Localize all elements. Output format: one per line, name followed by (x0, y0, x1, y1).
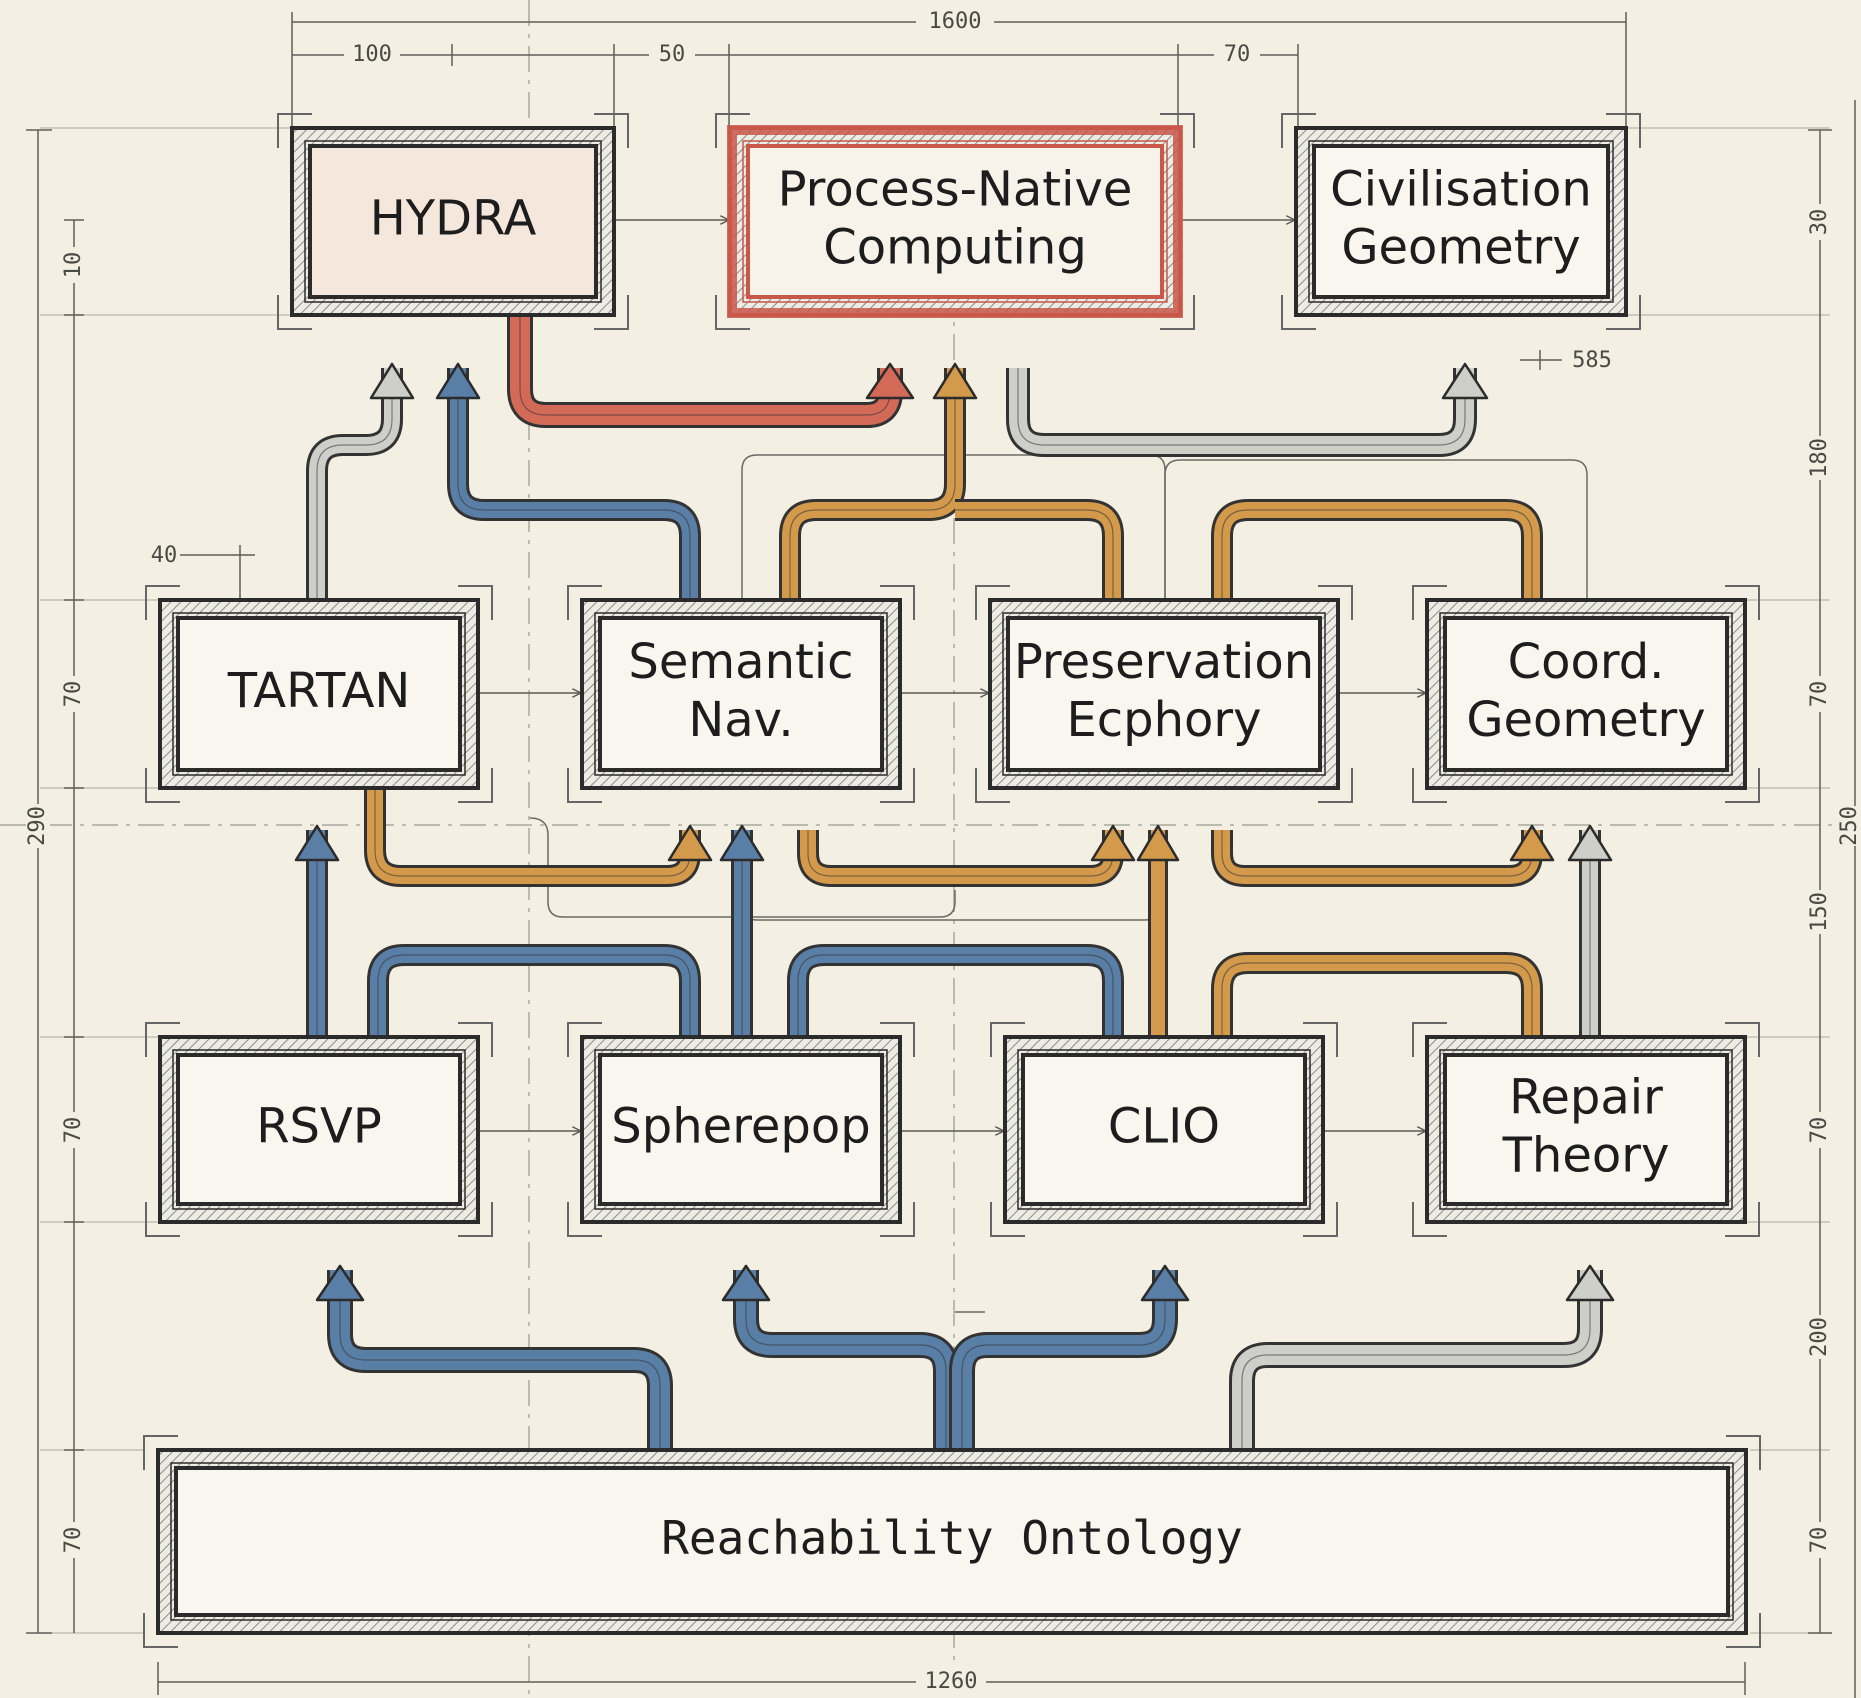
node-spherepop: Spherepop (567, 1022, 915, 1237)
flow-rsvp-tartan-head (294, 824, 340, 862)
flow-foundation-repair-head (1565, 1264, 1615, 1302)
thin-arrows (478, 220, 1425, 1131)
dimension-labels: 1600 100 50 70 1260 585 40 10 70 70 70 (25, 8, 1861, 1696)
dim-left-c: 70 (61, 1117, 86, 1144)
node-label-hydra-1: HYDRA (370, 191, 537, 247)
node-label-process-native-2: Computing (823, 220, 1087, 276)
flow-foundation-spherepop-head (721, 1264, 771, 1302)
flow-foundation-rsvp-head (315, 1264, 365, 1302)
flow-semantic-preservation (797, 824, 1136, 887)
node-label-repair-1: Repair (1509, 1070, 1663, 1126)
node-label-civilisation-2: Geometry (1341, 220, 1580, 276)
dim-top-total: 1600 (929, 9, 982, 34)
dim-right-f: 200 (1807, 1317, 1832, 1357)
node-foundation: Reachability Ontology (143, 1435, 1761, 1648)
dim-top-b: 50 (659, 42, 686, 67)
flow-tartan-hydra (306, 362, 415, 600)
flow-preservation-coord-top (1211, 499, 1543, 600)
flow-repair-coord (1567, 824, 1613, 1037)
flow-rsvp-tartan (294, 824, 340, 1037)
flow-foundation-spherepop (721, 1264, 959, 1450)
node-label-preservation-2: Ecphory (1066, 692, 1261, 748)
flow-tartan-hydra-head (369, 362, 415, 400)
node-clio: CLIO (990, 1022, 1338, 1237)
flow-semantic-preservation-head (1090, 824, 1136, 862)
node-label-semantic-1: Semantic (628, 634, 853, 690)
flow-clio-preservation-a-head (1136, 824, 1180, 862)
flow-clio-coord (1211, 952, 1543, 1037)
dim-right-e: 70 (1807, 1117, 1832, 1144)
flow-preservation-coord (1211, 824, 1555, 887)
dim-right-b: 180 (1807, 438, 1832, 478)
node-label-process-native-1: Process-Native (778, 162, 1133, 218)
node-label-clio-1: CLIO (1108, 1099, 1220, 1155)
node-label-semantic-2: Nav. (688, 692, 793, 748)
flow-preservation-pnc (955, 499, 1124, 600)
flow-preservation-pnc-gray (1006, 362, 1489, 457)
dimension-lines (26, 12, 1856, 1698)
node-label-civilisation-1: Civilisation (1330, 162, 1592, 218)
flow-foundation-repair (1229, 1264, 1615, 1450)
dim-right-d: 150 (1807, 892, 1832, 932)
node-label-coord-1: Coord. (1508, 634, 1665, 690)
node-label-spherepop-1: Spherepop (611, 1099, 870, 1155)
node-label-coord-2: Geometry (1466, 692, 1705, 748)
flow-semantic-hydra-head (435, 362, 481, 400)
dim-top-c: 70 (1224, 42, 1251, 67)
flow-foundation-clio-head (1140, 1264, 1190, 1302)
dim-right-g: 70 (1807, 1527, 1832, 1554)
node-label-preservation-1: Preservation (1014, 634, 1314, 690)
node-label-foundation-1: Reachability Ontology (661, 1511, 1243, 1565)
node-label-repair-2: Theory (1502, 1128, 1670, 1184)
dim-right-c: 70 (1807, 681, 1832, 708)
dim-left-d: 70 (61, 1527, 86, 1554)
flow-preservation-coord-head (1509, 824, 1555, 862)
dim-note-585: 585 (1572, 348, 1612, 373)
node-hydra: HYDRA (277, 113, 629, 330)
flow-preservation-pnc-gray-head (1441, 362, 1489, 400)
dim-note-40: 40 (151, 543, 178, 568)
flow-foundation-rsvp (315, 1264, 673, 1450)
dim-left-b: 70 (61, 681, 86, 708)
node-coord: Coord.Geometry (1412, 585, 1760, 803)
dim-right-total: 250 (1837, 806, 1861, 846)
flow-semantic-pnc (779, 362, 978, 600)
flow-tartan-semantic (364, 788, 713, 887)
extension-lines (40, 127, 1830, 1634)
flow-spherepop-clio (787, 944, 1124, 1037)
dim-left-total: 290 (25, 806, 50, 846)
dim-left-a: 10 (61, 252, 86, 279)
dim-right-a: 30 (1807, 209, 1832, 236)
flow-semantic-hydra (435, 362, 701, 600)
flow-spherepop-semantic-head (719, 824, 765, 862)
flow-foundation-clio (949, 1264, 1190, 1450)
flow-rsvp-semantic (367, 944, 701, 1037)
node-label-rsvp-1: RSVP (256, 1099, 382, 1155)
flow-repair-coord-head (1567, 824, 1613, 862)
flow-arrows (294, 315, 1615, 1450)
flow-spherepop-semantic (719, 824, 765, 1037)
dim-top-a: 100 (352, 42, 392, 67)
dim-bottom-total: 1260 (925, 1669, 978, 1694)
flow-semantic-pnc-head (932, 362, 978, 400)
node-label-tartan-1: TARTAN (227, 663, 411, 719)
flow-hydra-pnc (507, 315, 915, 428)
flow-clio-preservation-a (1136, 824, 1180, 1037)
node-tartan: TARTAN (145, 585, 493, 803)
node-rsvp: RSVP (145, 1022, 493, 1237)
flow-hydra-pnc-head (865, 362, 915, 400)
flow-tartan-semantic-head (667, 824, 713, 862)
